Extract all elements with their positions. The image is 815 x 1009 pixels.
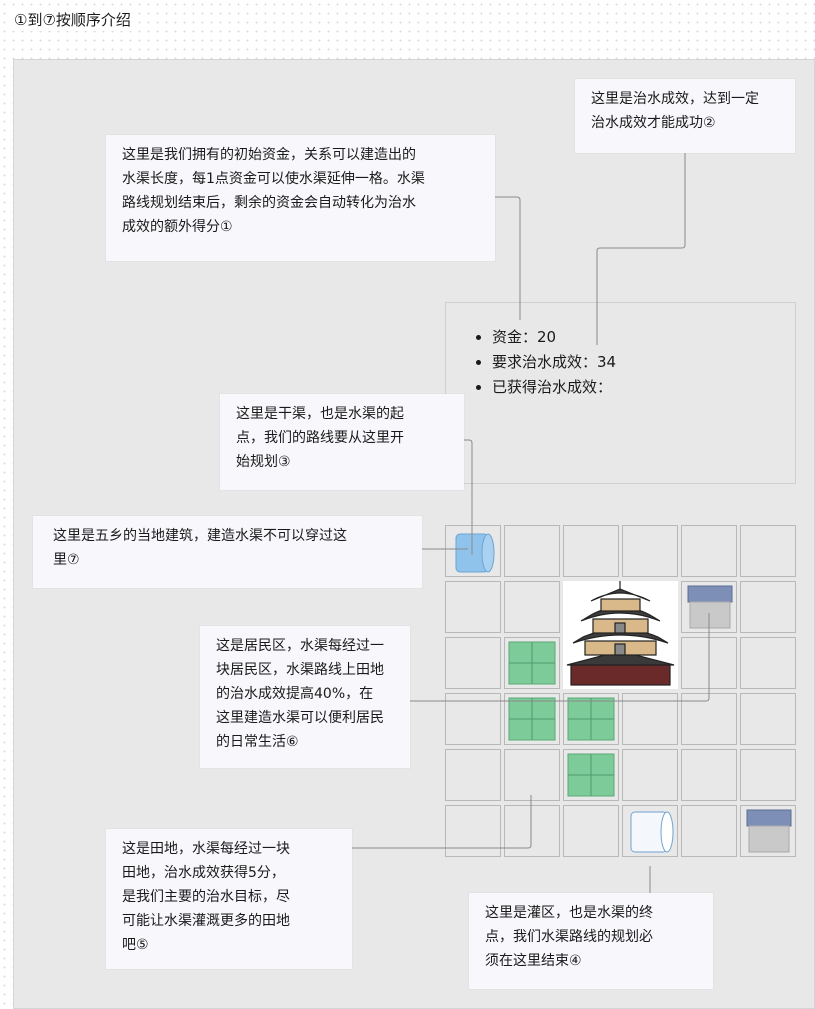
grid-cell[interactable] xyxy=(740,581,796,633)
irrigation-end-cell[interactable] xyxy=(622,805,678,857)
grid-cell[interactable] xyxy=(445,693,501,745)
note-building-text: 这里是五乡的当地建筑，建造水渠不可以穿过这 里⑦ xyxy=(53,528,347,568)
farmland-cell[interactable] xyxy=(563,749,619,801)
grid-cell[interactable] xyxy=(681,525,737,577)
note-canal-start: 这里是干渠，也是水渠的起 点，我们的路线要从这里开 始规划③ xyxy=(220,394,464,490)
funds-stat: 资金：20 xyxy=(492,325,795,350)
note-residential: 这是居民区，水渠每经过一 块居民区，水渠路线上田地 的治水成效提高40%，在 这… xyxy=(200,626,410,768)
grid-cell[interactable] xyxy=(622,693,678,745)
grid-cell[interactable] xyxy=(445,637,501,689)
note-target: 这里是治水成效，达到一定 治水成效才能成功② xyxy=(575,79,795,153)
grid-cell[interactable] xyxy=(445,805,501,857)
grid-cell[interactable] xyxy=(740,637,796,689)
page-heading: ①到⑦按顺序介绍 xyxy=(12,9,133,31)
grid-cell[interactable] xyxy=(622,749,678,801)
obtained-score-stat: 已获得治水成效： xyxy=(492,375,795,400)
note-residential-text: 这是居民区，水渠每经过一 块居民区，水渠路线上田地 的治水成效提高40%，在 这… xyxy=(216,638,384,750)
grid-cell[interactable] xyxy=(504,749,560,801)
farmland-cell[interactable] xyxy=(504,637,560,689)
grid-cell[interactable] xyxy=(445,749,501,801)
farmland-cell[interactable] xyxy=(504,693,560,745)
pagoda-icon xyxy=(566,581,675,686)
note-farmland: 这是田地，水渠每经过一块 田地，治水成效获得5分， 是我们主要的治水目标，尽 可… xyxy=(106,829,352,969)
grid-cell[interactable] xyxy=(740,693,796,745)
pagoda-building xyxy=(563,581,678,689)
residential-cell[interactable] xyxy=(740,805,796,857)
grid-cell[interactable] xyxy=(740,525,796,577)
grid-cell[interactable] xyxy=(681,637,737,689)
stats-box: 资金：20 要求治水成效：34 已获得治水成效： xyxy=(445,302,796,484)
canal-start-cell[interactable] xyxy=(445,525,501,577)
canal-pipe-icon xyxy=(455,533,495,573)
grid-cell[interactable] xyxy=(504,525,560,577)
grid-cell[interactable] xyxy=(504,581,560,633)
canal-pipe-outline-icon xyxy=(630,811,674,853)
note-irrigation-text: 这里是灌区，也是水渠的终 点，我们水渠路线的规划必 须在这里结束④ xyxy=(485,905,653,969)
farmland-icon xyxy=(567,753,615,797)
note-canal-start-text: 这里是干渠，也是水渠的起 点，我们的路线要从这里开 始规划③ xyxy=(236,406,404,470)
note-funds-text: 这里是我们拥有的初始资金，关系可以建造出的 水渠长度，每1点资金可以使水渠延伸一… xyxy=(122,147,425,235)
grid-cell[interactable] xyxy=(740,749,796,801)
farmland-cell[interactable] xyxy=(563,693,619,745)
grid-cell[interactable] xyxy=(445,581,501,633)
residential-icon xyxy=(687,585,733,629)
grid-cell[interactable] xyxy=(681,749,737,801)
note-farmland-text: 这是田地，水渠每经过一块 田地，治水成效获得5分， 是我们主要的治水目标，尽 可… xyxy=(122,841,290,953)
farmland-icon xyxy=(567,697,615,741)
grid-cell[interactable] xyxy=(681,693,737,745)
required-score-stat: 要求治水成效：34 xyxy=(492,350,795,375)
note-target-text: 这里是治水成效，达到一定 治水成效才能成功② xyxy=(591,91,759,131)
grid-cell[interactable] xyxy=(681,805,737,857)
grid-cell[interactable] xyxy=(563,525,619,577)
note-irrigation: 这里是灌区，也是水渠的终 点，我们水渠路线的规划必 须在这里结束④ xyxy=(469,893,713,989)
residential-icon xyxy=(746,809,792,853)
grid-cell[interactable] xyxy=(504,805,560,857)
note-building: 这里是五乡的当地建筑，建造水渠不可以穿过这 里⑦ xyxy=(33,516,422,588)
grid-cell[interactable] xyxy=(563,805,619,857)
grid-cell[interactable] xyxy=(622,525,678,577)
note-funds: 这里是我们拥有的初始资金，关系可以建造出的 水渠长度，每1点资金可以使水渠延伸一… xyxy=(106,135,495,261)
farmland-icon xyxy=(508,697,556,741)
farmland-icon xyxy=(508,641,556,685)
residential-cell[interactable] xyxy=(681,581,737,633)
